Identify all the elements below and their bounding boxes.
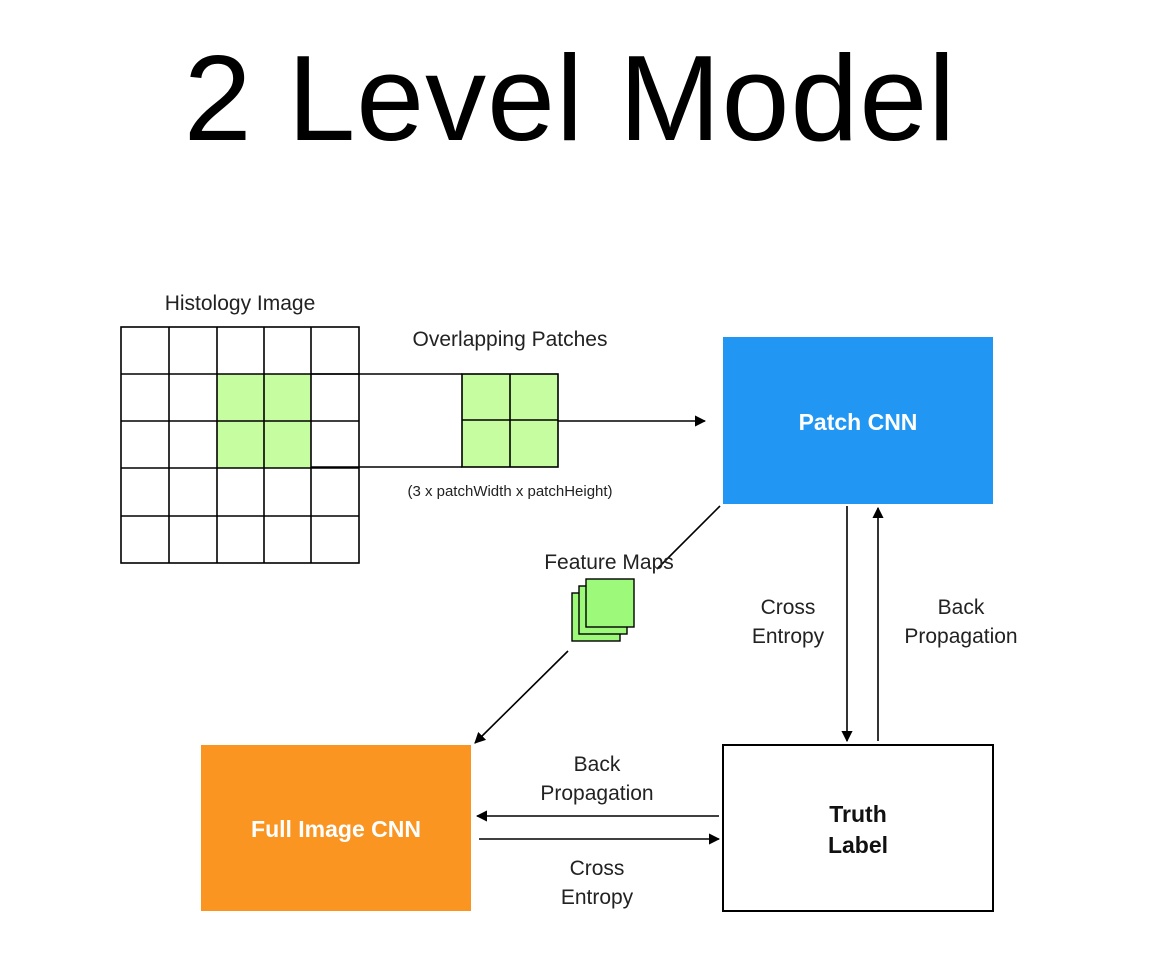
feature-maps-to-full-cnn-arrow (474, 650, 569, 744)
histology-image-label: Histology Image (165, 292, 316, 315)
full-image-cnn-label: Full Image CNN (251, 816, 421, 842)
overlapping-patch (461, 373, 559, 468)
highlight-cell (264, 374, 311, 421)
patch-dimensions-label: (3 x patchWidth x patchHeight) (407, 483, 612, 500)
truth-label-line-2: Label (828, 832, 888, 858)
right-cross-entropy-line-2: Entropy (752, 625, 825, 648)
feature-maps-stack (571, 578, 635, 642)
bottom-back-propagation-line-2: Propagation (540, 782, 653, 805)
truth-label-box (722, 744, 994, 912)
overlapping-patches-label: Overlapping Patches (413, 328, 608, 351)
patch-cnn-box (723, 337, 993, 504)
highlight-cell (217, 374, 264, 421)
page-title: 2 Level Model (183, 30, 957, 166)
feature-maps-label: Feature Maps (544, 551, 674, 574)
bottom-cross-entropy-line-1: Cross (570, 857, 625, 880)
bottom-cross-entropy-line-2: Entropy (561, 886, 634, 909)
highlight-cell (264, 421, 311, 468)
highlight-cell (217, 421, 264, 468)
right-cross-entropy-line-1: Cross (761, 596, 816, 619)
histology-image-grid (120, 326, 360, 564)
truth-label-line-1: Truth (829, 801, 887, 827)
patch-cnn-label: Patch CNN (799, 409, 918, 435)
right-back-propagation-line-1: Back (938, 596, 985, 619)
bottom-back-propagation-line-1: Back (574, 753, 621, 776)
cnn-to-feature-maps-line (656, 505, 721, 570)
right-back-propagation-line-2: Propagation (904, 625, 1017, 648)
full-image-cnn-box (201, 745, 471, 911)
